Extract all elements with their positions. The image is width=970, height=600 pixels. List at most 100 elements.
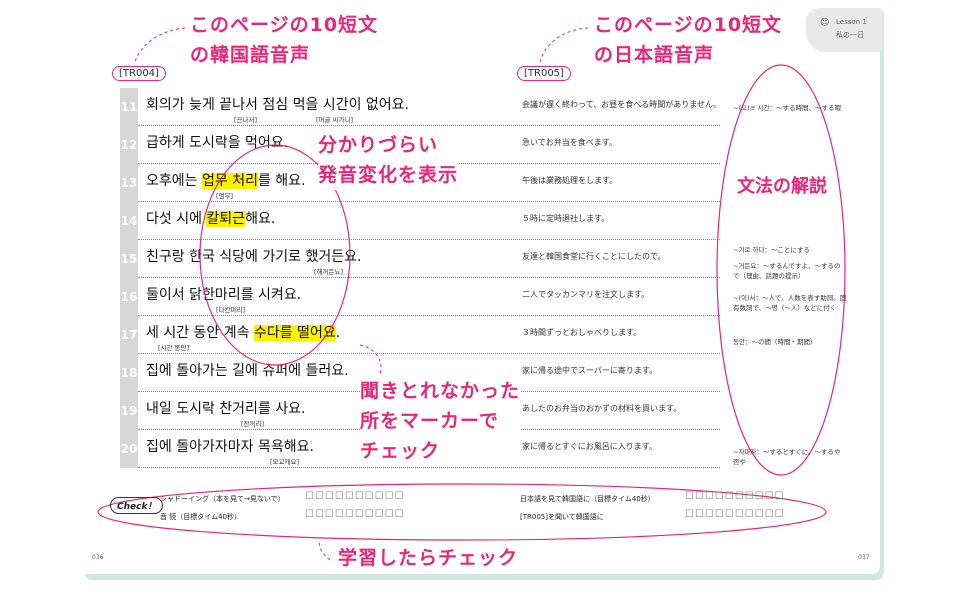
pronunciation-ellipse xyxy=(199,144,351,366)
korean-sentence: 오후에는 업무 처리를 해요. xyxy=(146,170,306,190)
highlighted-phrase: 칼퇴근 xyxy=(206,211,246,227)
sentence-fragment: 집에 돌아가자마자 목욕해요. xyxy=(146,439,314,455)
sentence-fragment: 를 해요. xyxy=(257,173,306,189)
callout-marker: 聞きとれなかった所をマーカーでチェック xyxy=(360,376,521,466)
checkbox-row[interactable]: ☐☐☐☐☐☐☐☐☐☐ xyxy=(305,491,405,502)
sentence-number: 18 xyxy=(120,354,138,393)
lesson-tab: ☺ Lesson 1 私の一日 xyxy=(806,8,882,52)
sentence-fragment: 내일 도시락 찬거리를 사요. xyxy=(146,401,306,417)
korean-sentence: 회의가 늦게 끝나서 점심 먹을 시간이 없어요. xyxy=(146,94,409,114)
callout-pronunciation: 分かりづらい発音変化を表示 xyxy=(318,130,459,190)
row-divider xyxy=(138,125,720,126)
japanese-translation: 会議が遅く終わって、お昼を食べる時間がありません。 xyxy=(522,100,721,109)
row-divider xyxy=(138,277,720,278)
arrow-study xyxy=(318,539,331,561)
sentence-row: 16 둘이서 닭한마리를 시켜요. [다칸마리] 二人でタッカンマリを注文します。 xyxy=(120,278,720,317)
sentence-row: 14 다섯 시에 칼퇴근해요. ５時に定時退社します。 xyxy=(120,202,720,241)
pronunciation-hint: [시간 똥안] xyxy=(158,344,190,352)
book-page xyxy=(80,6,880,574)
speech-bubble-icon: ☺ xyxy=(820,18,830,28)
page-number-left: 036 xyxy=(92,554,104,561)
sentence-row: 20 집에 돌아가자마자 목욕해요. [모교캐요] 家に帰るとすぐにお風呂に入ります。 xyxy=(120,430,720,469)
sentence-number: 11 xyxy=(120,88,138,127)
row-divider xyxy=(138,239,720,240)
check-badge: Check！ xyxy=(110,497,164,514)
japanese-translation: 二人でタッカンマリを注文します。 xyxy=(522,290,650,299)
japanese-translation: ５時に定時退社します。 xyxy=(522,214,610,223)
sentence-fragment: 다섯 시에 xyxy=(146,211,207,227)
row-divider xyxy=(138,353,720,354)
japanese-translation: 午後は業務処理をします。 xyxy=(522,176,618,185)
japanese-translation: 家に帰る途中でスーパーに寄ります。 xyxy=(522,366,658,375)
sentence-row: 17 세 시간 동안 계속 수다를 떨어요. [시간 똥안] ３時間ずっとおしゃべりし… xyxy=(120,316,720,355)
grammar-note: ~기로 하다：～ことにする xyxy=(733,246,810,254)
sentence-number: 19 xyxy=(120,392,138,431)
highlighted-phrase: 수다를 떨어요 xyxy=(253,325,336,341)
korean-sentence: 내일 도시락 찬거리를 사요. xyxy=(146,398,305,418)
sentence-fragment: 급하게 도시락을 먹어요. xyxy=(146,135,289,151)
check-item-label: 音 読（目標タイム40秒） xyxy=(160,513,241,521)
checkbox-row[interactable]: ☐☐☐☐☐☐☐☐☐☐ xyxy=(305,509,405,520)
track-korean-audio[interactable]: [TR004] xyxy=(112,66,166,81)
grammar-ellipse xyxy=(716,64,846,476)
check-ellipse xyxy=(97,483,827,541)
arrow-korean-audio xyxy=(134,27,186,63)
korean-sentence: 둘이서 닭한마리를 시켜요. xyxy=(146,284,301,304)
check-item-label: [TR005]を聞いて韓国語に xyxy=(520,513,604,521)
pronunciation-hint: [찬꺼리] xyxy=(241,420,265,428)
callout-grammar: 文法の解説 xyxy=(737,176,827,197)
grammar-note: ~자마자：～するとすぐに、～するや否や xyxy=(733,448,841,466)
sentence-number: 17 xyxy=(120,316,138,355)
row-divider xyxy=(138,467,720,468)
highlighted-phrase: 업무 처리 xyxy=(201,173,258,189)
grammar-note: ~거든요：～するんですよ、～するので（理由、話題の提示） xyxy=(733,262,841,280)
lesson-subtitle: 私の一日 xyxy=(836,31,864,39)
check-item-label: 日本語を見て韓国語に（目標タイム40秒） xyxy=(520,495,655,503)
arrow-marker xyxy=(359,344,382,381)
sentence-fragment: 세 시간 동안 계속 xyxy=(146,325,254,341)
sentence-fragment: 집에 돌아가는 길에 슈퍼에 들러요. xyxy=(146,363,349,379)
checkbox-row[interactable]: ☐☐☐☐☐☐☐☐☐☐ xyxy=(685,509,785,520)
japanese-translation: ３時間ずっとおしゃべりします。 xyxy=(522,328,642,337)
sentence-number: 20 xyxy=(120,430,138,469)
pronunciation-hint: [엄무] xyxy=(216,192,234,200)
sentence-fragment: 둘이서 닭한마리를 시켜요. xyxy=(146,287,302,303)
row-divider xyxy=(138,315,720,316)
pronunciation-hint: [다칸마리] xyxy=(216,306,245,314)
grammar-note: 동안：～の間（時間・期間） xyxy=(733,338,817,346)
callout-korean-audio: このページの10短文の韓国語音声 xyxy=(190,14,379,66)
checkbox-row[interactable]: ☐☐☐☐☐☐☐☐☐☐ xyxy=(685,491,785,502)
lesson-label: Lesson 1 xyxy=(836,18,867,26)
sentence-number: 15 xyxy=(120,240,138,279)
grammar-note: ~(으)ㄹ 시간：～する時間、～する暇 xyxy=(733,104,842,112)
japanese-translation: 急いでお弁当を食べます。 xyxy=(522,138,617,147)
pronunciation-hint: [모교캐요] xyxy=(270,458,299,466)
row-divider xyxy=(138,201,720,202)
korean-sentence: 집에 돌아가는 길에 슈퍼에 들러요. xyxy=(146,360,349,380)
pronunciation-hint: [해꺼든뇨] xyxy=(314,268,343,276)
sentence-fragment: . xyxy=(335,325,341,341)
check-item-label: シャドーイング（本を見て→見ないで） xyxy=(160,495,285,503)
sentence-number: 16 xyxy=(120,278,138,317)
sentence-number: 14 xyxy=(120,202,138,241)
sentence-fragment: 해요. xyxy=(245,211,276,227)
page-number-right: 037 xyxy=(858,554,870,561)
japanese-translation: あしたのお弁当のおかずの材料を買います。 xyxy=(522,404,682,413)
track-japanese-audio[interactable]: [TR005] xyxy=(517,66,571,81)
sentence-fragment: 오후에는 xyxy=(146,173,202,189)
korean-sentence: 세 시간 동안 계속 수다를 떨어요. xyxy=(146,322,340,342)
sentence-row: 11 회의가 늦게 끝나서 점심 먹을 시간이 없어요. [끈나서] [머글 씨가니]… xyxy=(120,88,721,127)
korean-sentence: 집에 돌아가자마자 목욕해요. xyxy=(146,436,314,456)
callout-study: 学習したらチェック xyxy=(338,547,519,569)
callout-japanese-audio: このページの10短文の日本語音声 xyxy=(594,14,783,66)
pronunciation-hint: [머글 씨가니] xyxy=(316,116,354,124)
korean-sentence: 급하게 도시락을 먹어요. xyxy=(146,132,288,152)
korean-sentence: 다섯 시에 칼퇴근해요. xyxy=(146,208,275,228)
japanese-translation: 友達と韓国食堂に行くことにしたので。 xyxy=(522,252,666,261)
pronunciation-hint: [끈나서] xyxy=(234,116,258,124)
arrow-japanese-audio xyxy=(539,27,589,63)
japanese-translation: 家に帰るとすぐにお風呂に入ります。 xyxy=(522,442,657,451)
sentence-fragment: 회의가 늦게 끝나서 점심 먹을 시간이 없어요. xyxy=(146,97,409,113)
